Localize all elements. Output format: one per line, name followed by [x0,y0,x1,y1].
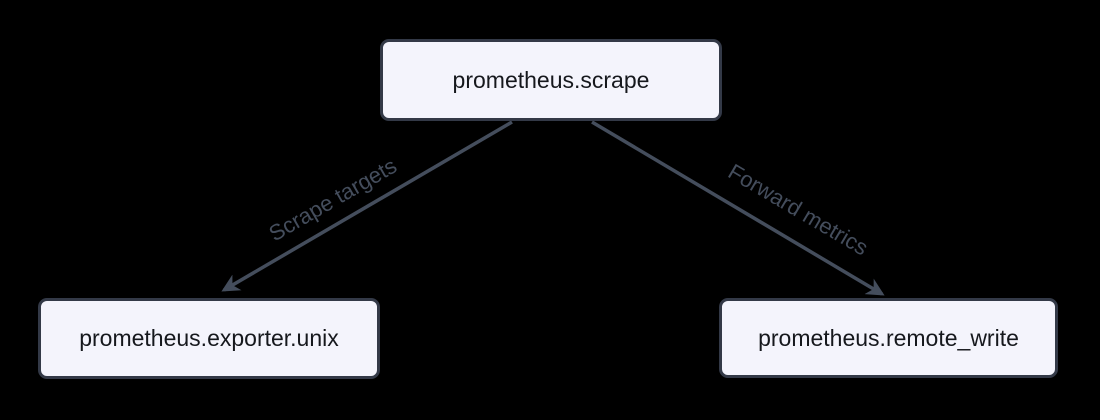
node-prometheus-remote-write: prometheus.remote_write [719,298,1058,378]
node-prometheus-scrape: prometheus.scrape [380,39,722,121]
node-prometheus-exporter-unix: prometheus.exporter.unix [38,298,380,379]
edge-scrape-to-remote-write [591,120,885,296]
edge-scrape-to-exporter-unix [221,120,513,292]
